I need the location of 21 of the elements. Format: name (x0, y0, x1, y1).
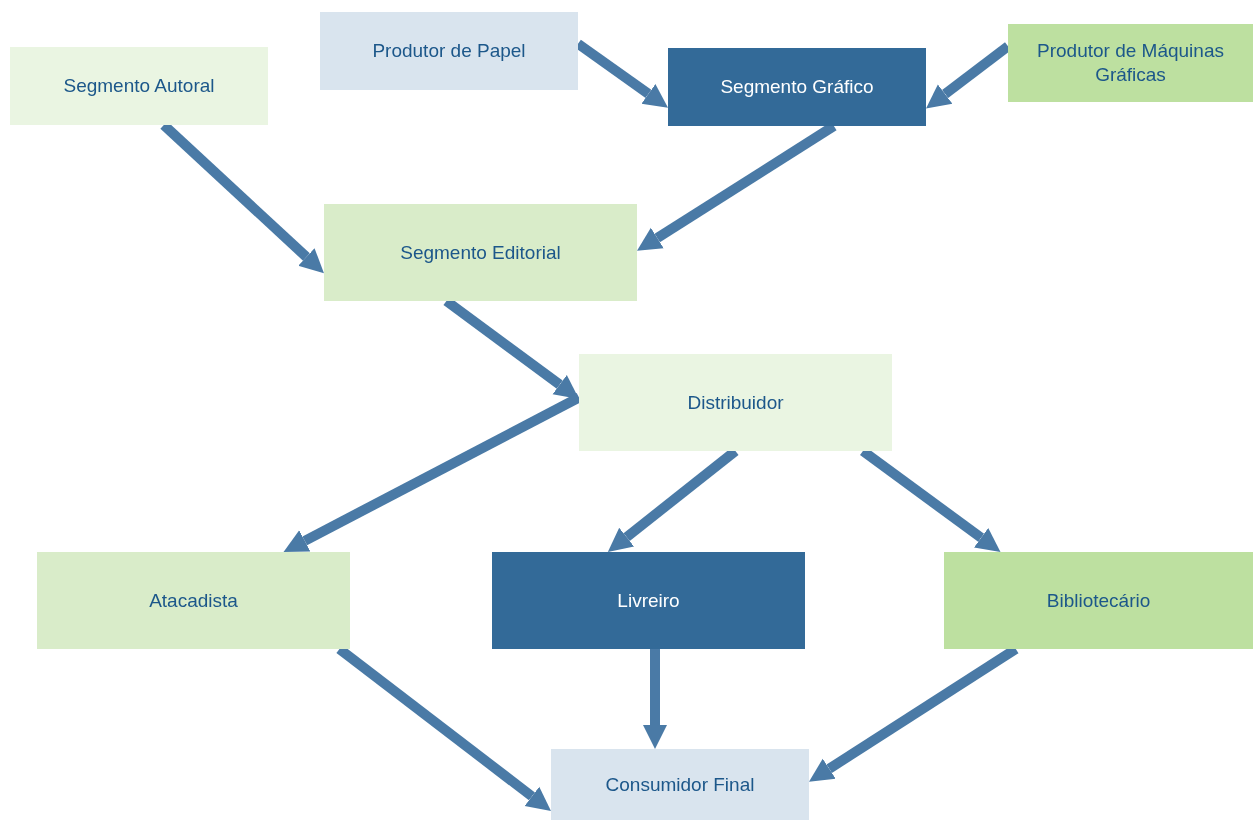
process-box (492, 552, 805, 649)
process-box (1008, 24, 1253, 102)
box-label: Consumidor Final (605, 772, 755, 797)
box-label: Segmento Autoral (63, 74, 215, 98)
box-label: Segmento Gráfico (720, 75, 874, 99)
box-label: Bibliotecário (1046, 588, 1151, 613)
box-label: Atacadista (149, 588, 238, 613)
process-box (324, 204, 637, 301)
process-box (320, 12, 578, 90)
box-label: Livreiro (617, 588, 680, 613)
process-box (668, 48, 926, 126)
process-box (10, 47, 268, 125)
box-label: Segmento Editorial (400, 240, 561, 265)
box-label: Distribuidor (687, 390, 784, 415)
arrow (643, 649, 667, 749)
box-label: Produtor de Papel (372, 39, 526, 63)
process-box (579, 354, 892, 451)
process-box (944, 552, 1253, 649)
process-box (551, 749, 809, 820)
process-box (37, 552, 350, 649)
box-label: Produtor de Máquinas Gráficas (1036, 39, 1225, 87)
